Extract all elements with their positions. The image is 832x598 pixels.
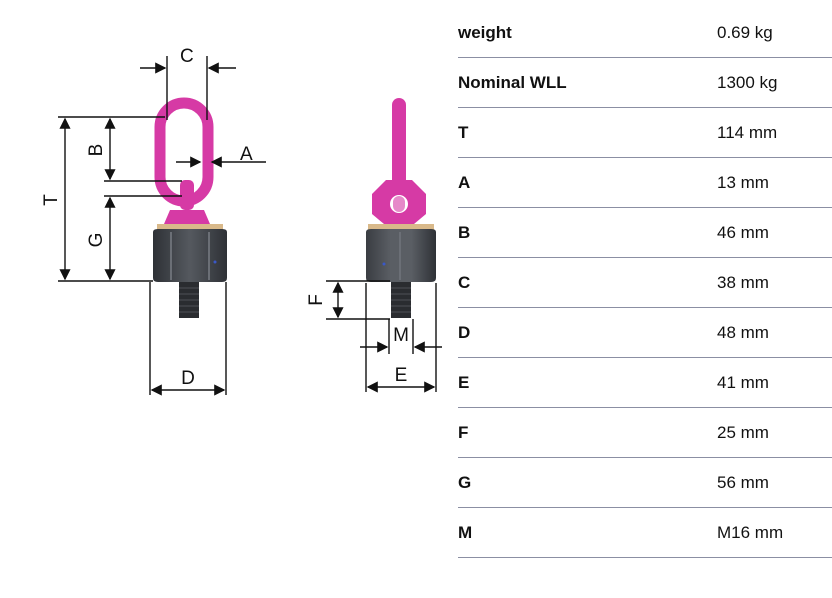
dim-label-a: A <box>240 144 253 165</box>
swivel-post <box>180 180 194 210</box>
dim-label-b: B <box>86 144 107 157</box>
spec-key: T <box>458 107 717 158</box>
front-view <box>153 97 227 318</box>
hex-nut <box>153 229 227 282</box>
table-row: Nominal WLL 1300 kg <box>458 57 832 108</box>
dim-label-e: E <box>395 365 408 386</box>
spec-value: 114 mm <box>717 107 832 158</box>
spec-key: G <box>458 457 717 508</box>
spec-key: M <box>458 507 717 558</box>
table-row: D 48 mm <box>458 307 832 358</box>
side-view <box>366 98 436 318</box>
spec-value: 13 mm <box>717 157 832 208</box>
dim-label-f: F <box>306 294 327 306</box>
table-row: weight 0.69 kg <box>458 8 832 58</box>
spec-value: 48 mm <box>717 307 832 358</box>
spec-value: 56 mm <box>717 457 832 508</box>
spec-key: Nominal WLL <box>458 57 717 108</box>
table-row: G 56 mm <box>458 457 832 508</box>
side-washer <box>368 224 434 230</box>
side-dimensions <box>326 280 442 393</box>
table-row: T 114 mm <box>458 107 832 158</box>
dim-label-d: D <box>181 368 195 389</box>
table-row: E 41 mm <box>458 357 832 408</box>
dim-label-t: T <box>41 194 62 206</box>
spec-key: A <box>458 157 717 208</box>
table-row: M M16 mm <box>458 507 832 558</box>
spec-value: 46 mm <box>717 207 832 258</box>
table-row: F 25 mm <box>458 407 832 458</box>
technical-drawing: C A T B G D <box>41 46 442 396</box>
spec-value: M16 mm <box>717 507 832 558</box>
spec-value: 1300 kg <box>717 57 832 108</box>
spec-key: C <box>458 257 717 308</box>
spec-value: 38 mm <box>717 257 832 308</box>
swivel-base <box>164 210 210 224</box>
front-dimensions <box>58 56 266 396</box>
table-row: C 38 mm <box>458 257 832 308</box>
spec-key: D <box>458 307 717 358</box>
spec-value: 41 mm <box>717 357 832 408</box>
dim-label-m: M <box>393 325 409 346</box>
dim-label-g: G <box>86 233 107 248</box>
spec-key: B <box>458 207 717 258</box>
dim-label-c: C <box>180 46 194 67</box>
spec-table: weight 0.69 kg Nominal WLL 1300 kg T 114… <box>458 8 832 558</box>
spec-key: weight <box>458 8 717 58</box>
table-row: A 13 mm <box>458 157 832 208</box>
washer <box>157 224 223 230</box>
spec-key: E <box>458 357 717 408</box>
spec-key: F <box>458 407 717 458</box>
table-row: B 46 mm <box>458 207 832 258</box>
spec-value: 25 mm <box>717 407 832 458</box>
spec-value: 0.69 kg <box>717 8 832 58</box>
